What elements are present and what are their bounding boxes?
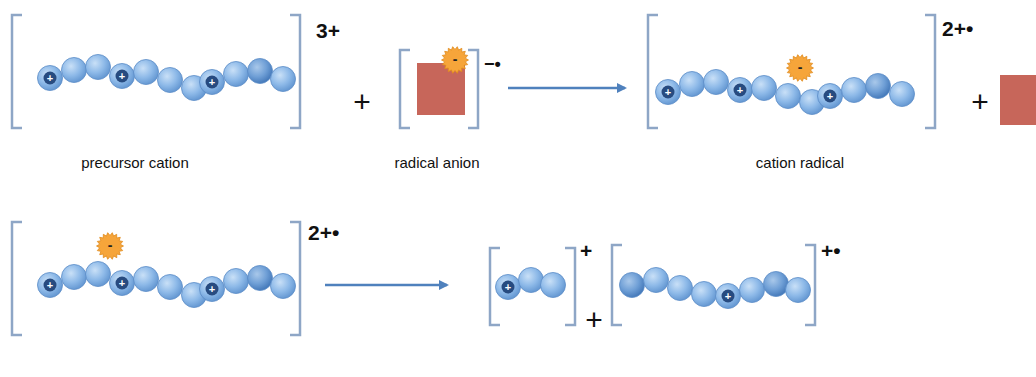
- charge-site: [44, 279, 57, 292]
- electron: [97, 233, 124, 260]
- electron-charge: -: [798, 60, 803, 74]
- charge-site: [206, 76, 219, 89]
- charge-site: [116, 277, 129, 290]
- plus-sign: +: [585, 305, 603, 335]
- amino-acid-bead: [866, 74, 891, 99]
- amino-acid-bead: [248, 59, 273, 84]
- amino-acid-bead: [158, 68, 183, 93]
- plus-sign: +: [971, 87, 989, 117]
- amino-acid-bead: [38, 273, 63, 298]
- amino-acid-bead: [86, 55, 111, 80]
- bead-charge: +: [737, 85, 743, 96]
- species-caption: precursor cation: [81, 155, 189, 170]
- charge-site: [44, 72, 57, 85]
- amino-acid-bead: [110, 64, 135, 89]
- amino-acid-bead: [716, 284, 741, 309]
- charge-label: 2+•: [942, 18, 973, 39]
- amino-acid-bead: [668, 276, 693, 301]
- amino-acid-bead: [541, 273, 566, 298]
- amino-acid-bead: [519, 268, 544, 293]
- charge-site: [722, 290, 735, 303]
- bead-charge: +: [119, 278, 125, 289]
- charge-site: [502, 281, 515, 294]
- charge-site: [116, 70, 129, 83]
- bead-charge: +: [209, 77, 215, 88]
- charge-site: [824, 90, 837, 103]
- plus-sign: +: [353, 87, 371, 117]
- electron: [442, 47, 469, 74]
- amino-acid-bead: [656, 80, 681, 105]
- bead-charge: +: [119, 71, 125, 82]
- charge-site: [662, 86, 675, 99]
- amino-acid-bead: [680, 72, 705, 97]
- species-caption: radical anion: [394, 155, 479, 170]
- bead-charge: +: [209, 284, 215, 295]
- charge-site: [206, 283, 219, 296]
- bead-charge: +: [665, 87, 671, 98]
- bead-charge: +: [725, 291, 731, 302]
- amino-acid-bead: [248, 266, 273, 291]
- amino-acid-bead: [704, 70, 729, 95]
- bead-charge: +: [47, 73, 53, 84]
- amino-acid-bead: [224, 62, 249, 87]
- bead-charge: +: [827, 91, 833, 102]
- charge-label: +•: [821, 240, 841, 261]
- amino-acid-bead: [134, 267, 159, 292]
- charge-label: 3+: [316, 20, 340, 41]
- amino-acid-bead: [740, 278, 765, 303]
- amino-acid-bead: [692, 282, 717, 307]
- neutral-reagent: [1000, 75, 1036, 125]
- electron-charge: -: [453, 52, 458, 66]
- amino-acid-bead: [764, 272, 789, 297]
- bead-charge: +: [47, 280, 53, 291]
- amino-acid-bead: [86, 262, 111, 287]
- amino-acid-bead: [158, 275, 183, 300]
- amino-acid-bead: [62, 58, 87, 83]
- charge-label: −•: [484, 55, 501, 73]
- charge-label: +: [580, 240, 592, 261]
- amino-acid-bead: [786, 278, 811, 303]
- amino-acid-bead: [728, 78, 753, 103]
- amino-acid-bead: [776, 84, 801, 109]
- amino-acid-bead: [818, 84, 843, 109]
- reaction-arrow: [508, 87, 625, 90]
- amino-acid-bead: [620, 273, 645, 298]
- amino-acid-bead: [271, 274, 296, 299]
- species-caption: cation radical: [756, 155, 844, 170]
- bracket: [12, 15, 935, 335]
- electron-charge: -: [108, 238, 113, 252]
- bead-charge: +: [505, 282, 511, 293]
- amino-acid-bead: [38, 66, 63, 91]
- amino-acid-bead: [200, 277, 225, 302]
- amino-acid-bead: [110, 271, 135, 296]
- electron: [787, 55, 814, 82]
- reaction-arrow: [325, 284, 447, 287]
- amino-acid-bead: [644, 268, 669, 293]
- amino-acid-bead: [842, 78, 867, 103]
- amino-acid-bead: [134, 60, 159, 85]
- amino-acid-bead: [752, 76, 777, 101]
- amino-acid-bead: [496, 275, 521, 300]
- charge-site: [734, 84, 747, 97]
- amino-acid-bead: [200, 70, 225, 95]
- amino-acid-bead: [62, 265, 87, 290]
- charge-label: 2+•: [308, 222, 339, 243]
- amino-acid-bead: [890, 82, 915, 107]
- amino-acid-bead: [271, 67, 296, 92]
- amino-acid-bead: [224, 269, 249, 294]
